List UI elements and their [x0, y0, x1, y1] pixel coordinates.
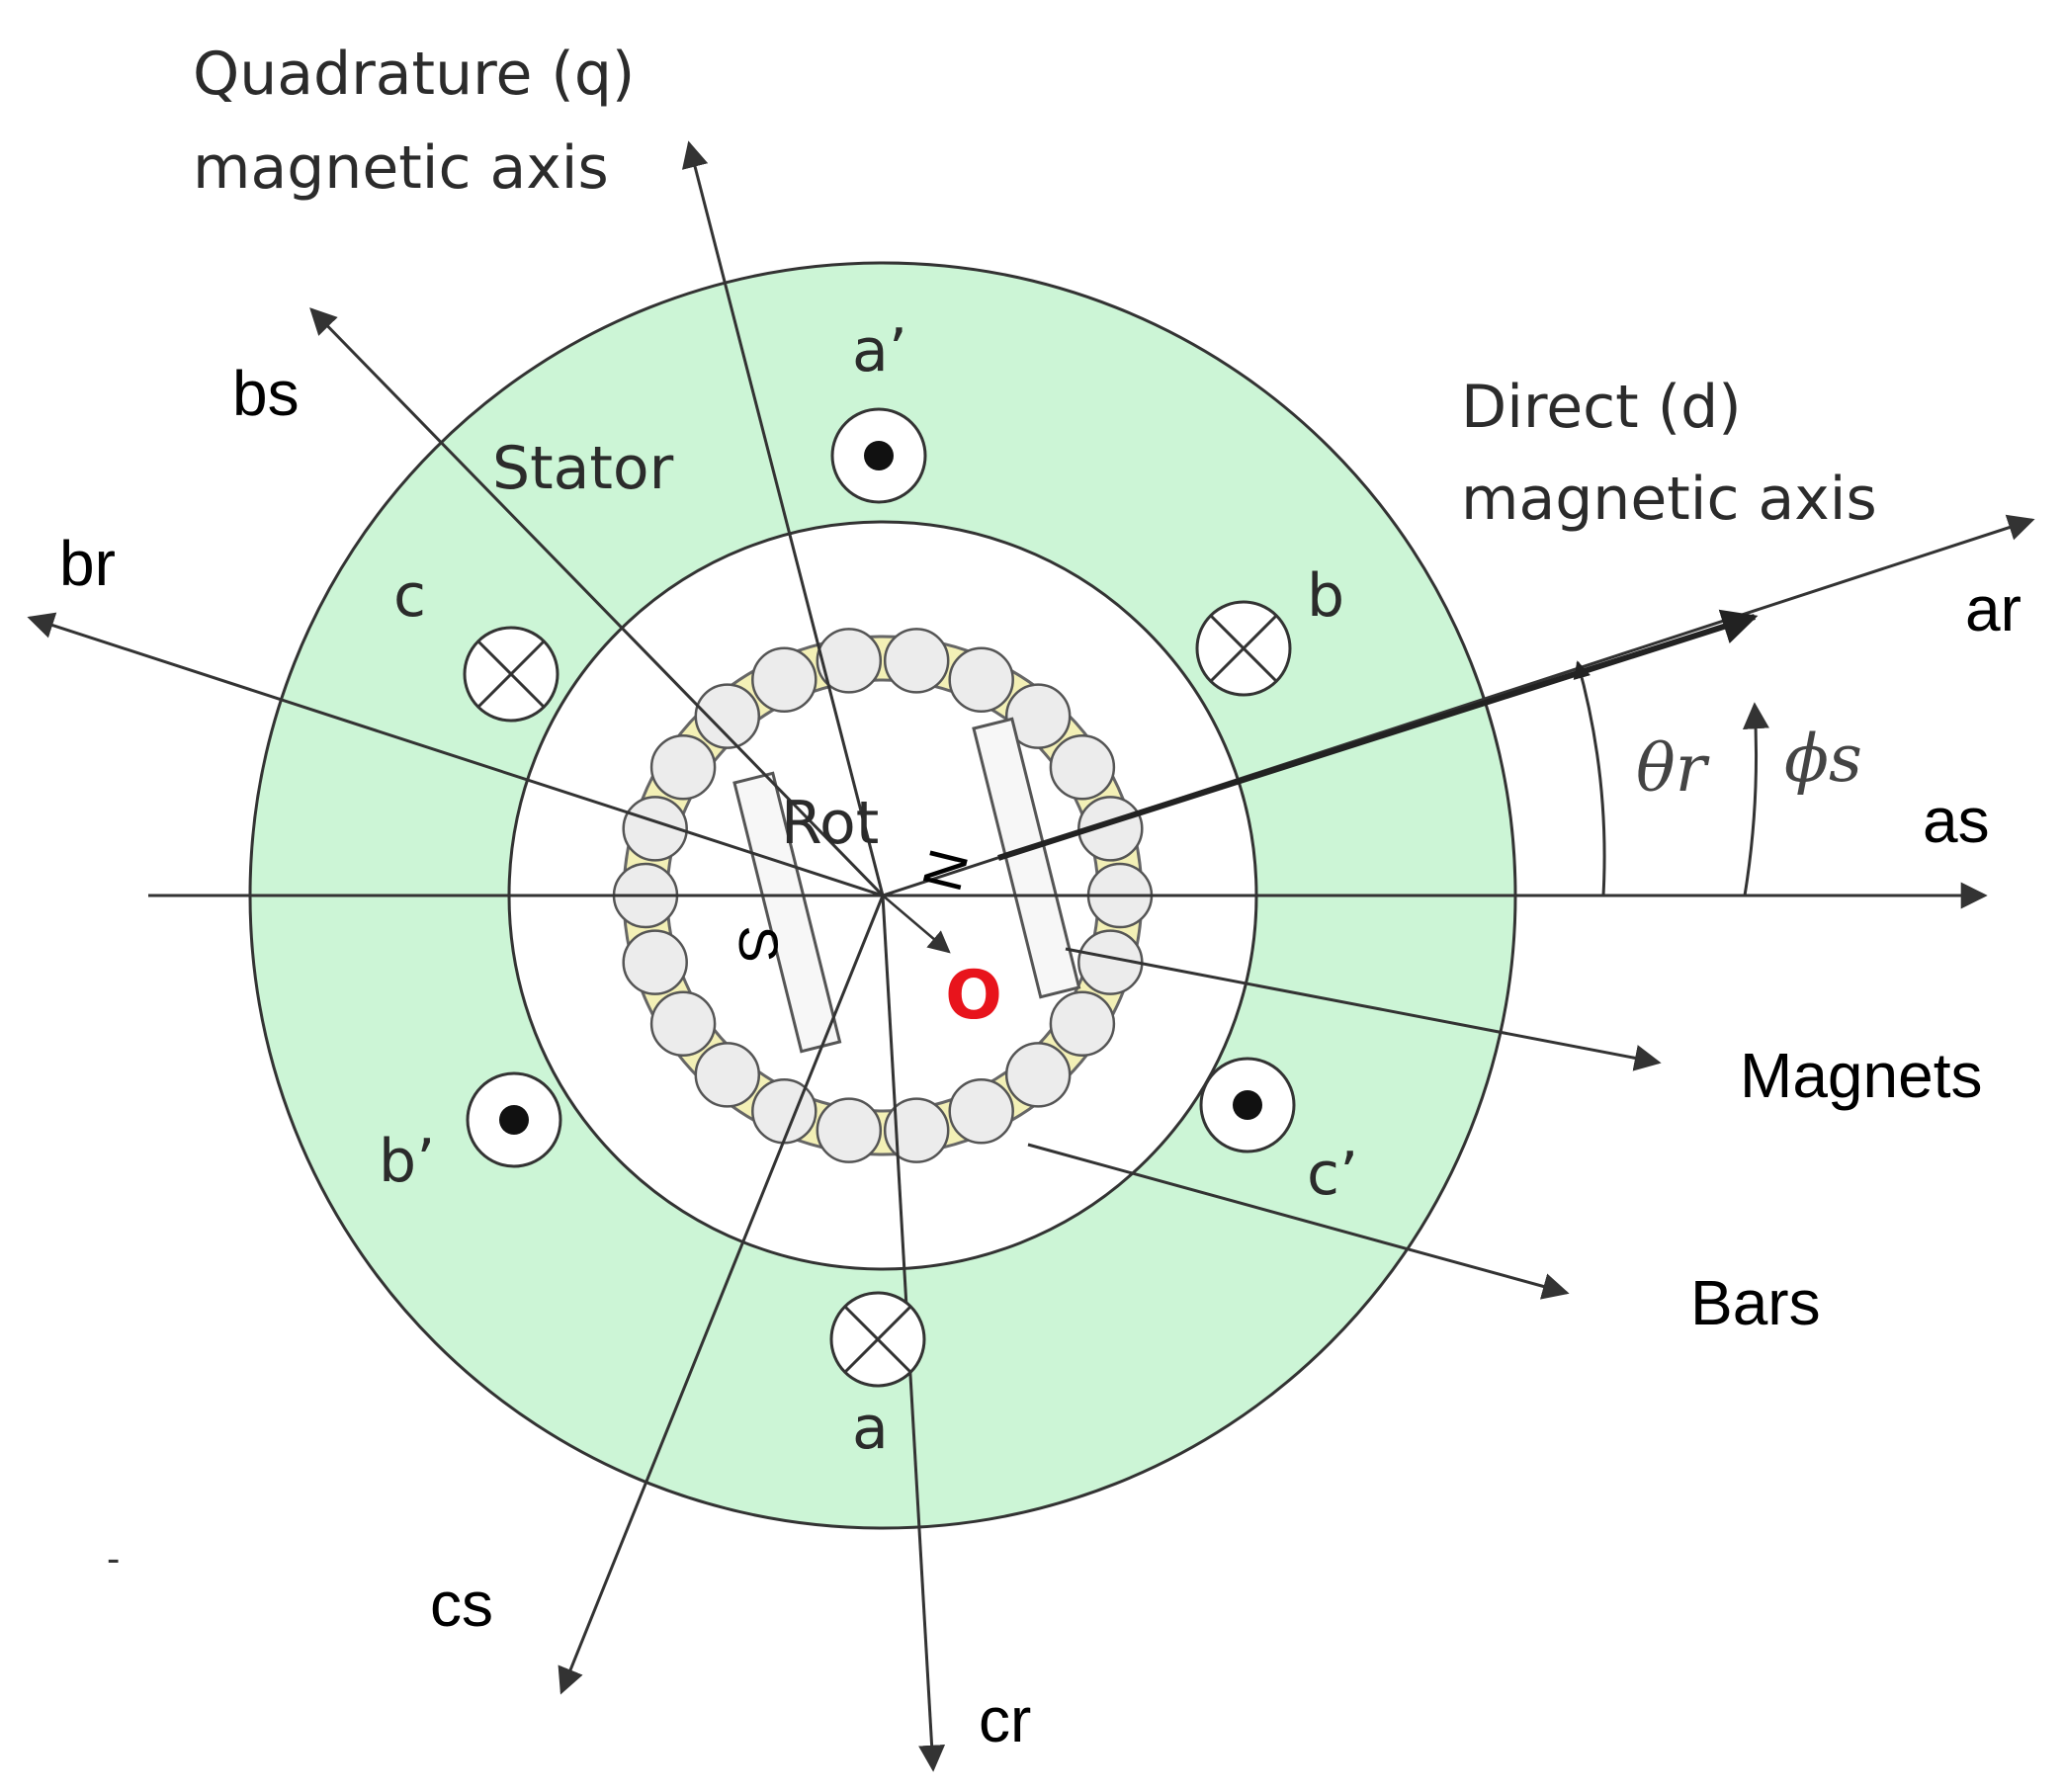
rotor-bar [1049, 990, 1116, 1058]
rotor-bar [649, 990, 717, 1058]
rotor-bar [1004, 683, 1072, 749]
rotor-bar [622, 796, 688, 862]
conductor-a [829, 1291, 926, 1388]
cs-axis [558, 895, 885, 1695]
dot-icon [499, 1105, 529, 1135]
q-axis-label-line2: magnetic axis [193, 133, 609, 203]
rotor-bars [612, 628, 1154, 1163]
cr-label: cr [979, 1684, 1031, 1755]
br-label: br [59, 528, 116, 599]
bs-axis [309, 307, 885, 897]
rotor-bar [1004, 1042, 1072, 1108]
magnets-leader [1065, 947, 1662, 1071]
magnet-north [972, 717, 1081, 999]
q-axis-label-line1: Quadrature (q) [193, 40, 635, 109]
cs-label: cs [430, 1569, 493, 1640]
conductor-b [1195, 600, 1292, 697]
q-axis [681, 140, 885, 896]
phi-s-label: ϕs [1784, 721, 1862, 797]
rotor-bar [1049, 733, 1116, 801]
rotor-bar [622, 929, 688, 995]
c-label: c [393, 561, 426, 631]
c-prime-label: c’ [1307, 1140, 1358, 1209]
dot-icon [864, 441, 894, 470]
stator-label: Stator [492, 434, 674, 503]
conductor-b-prime [466, 1071, 562, 1168]
rotor-rotation-arrow [882, 895, 951, 954]
rotor-bar [694, 683, 761, 749]
d-axis-arrow [997, 609, 1759, 861]
theta-r-label: θr [1636, 730, 1710, 807]
cross-icon [843, 1305, 912, 1374]
phi-s-arc [1742, 702, 1769, 896]
ar-label: ar [1965, 573, 2021, 644]
rotor-label: Rot [781, 789, 879, 858]
conductor-a-prime [830, 407, 927, 504]
conductor-c-prime [1199, 1057, 1296, 1153]
bars-label: Bars [1690, 1267, 1821, 1338]
a-label: a [852, 1394, 889, 1463]
d-axis-label-line2: magnetic axis [1461, 465, 1877, 534]
south-pole-label: S [728, 925, 790, 962]
cross-icon [476, 640, 546, 709]
theta-r-arc [1573, 660, 1606, 896]
a-prime-label: a’ [852, 316, 907, 385]
b-prime-label: b’ [379, 1127, 435, 1196]
br-axis [27, 612, 884, 897]
rotor-bar [883, 1097, 950, 1163]
rotor-bar [816, 1097, 883, 1163]
rotor-bar [1077, 796, 1144, 862]
bs-label: bs [232, 358, 300, 429]
rotor-bar [816, 628, 883, 694]
rotor-bar [948, 646, 1014, 713]
rotor-bar [694, 1042, 761, 1108]
stray-mark: - [107, 1537, 120, 1580]
as-label: as [1923, 785, 1990, 856]
dot-icon [1233, 1090, 1262, 1120]
rotor-bar [751, 646, 817, 713]
rotor-bar [883, 628, 950, 694]
rotor-bar [649, 733, 717, 801]
b-label: b [1307, 561, 1344, 631]
bars-leader [1027, 1143, 1570, 1300]
magnets-label: Magnets [1740, 1040, 1982, 1111]
rotor-bar [948, 1078, 1014, 1145]
center-marker: O [945, 957, 1002, 1035]
rotor-bar [751, 1078, 817, 1145]
conductor-c [463, 626, 559, 723]
cross-icon [1209, 614, 1278, 683]
d-axis-label-line1: Direct (d) [1461, 373, 1742, 442]
